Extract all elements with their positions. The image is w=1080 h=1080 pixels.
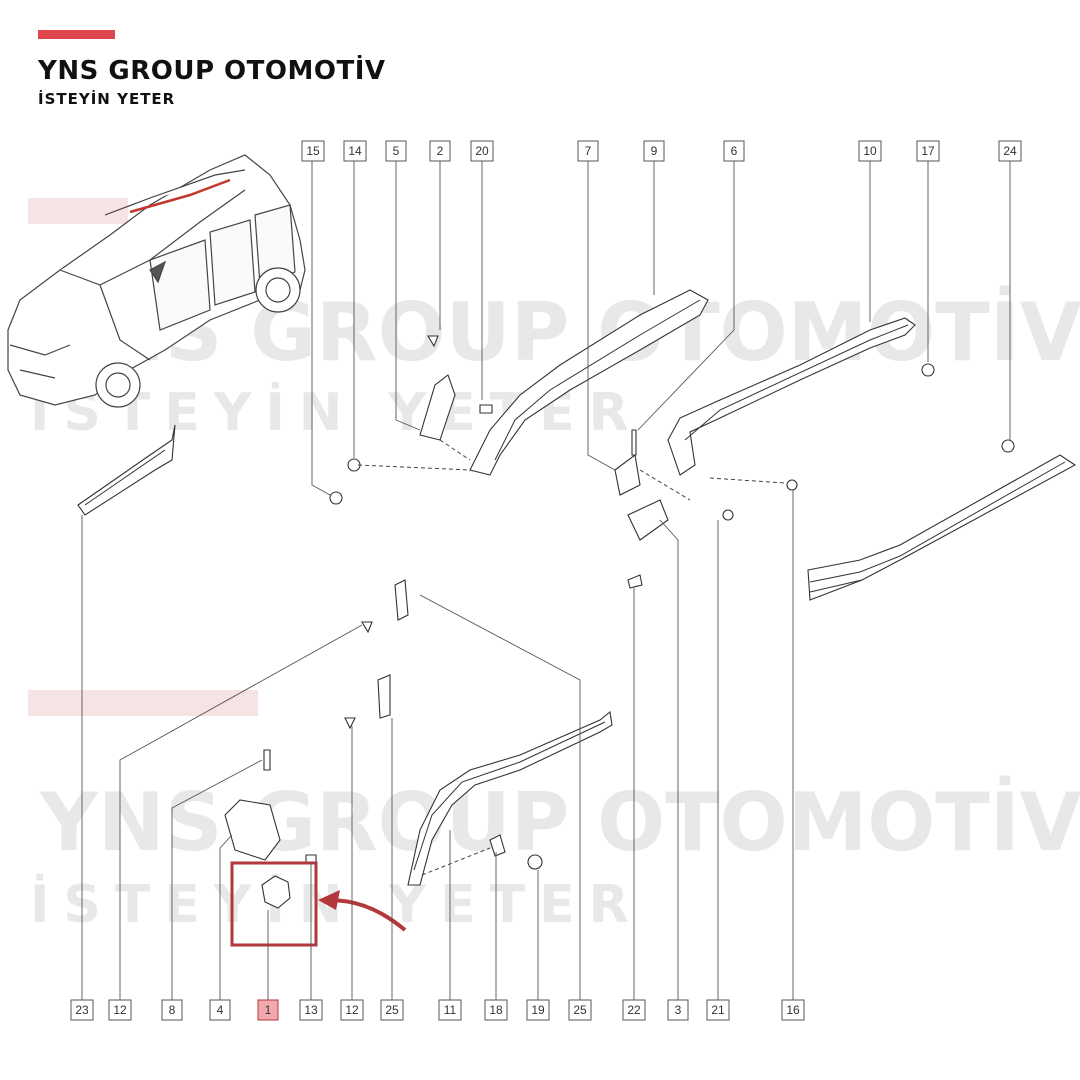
part-6-pin: [631, 429, 637, 456]
callout-2: 2: [429, 140, 451, 162]
svg-text:1: 1: [265, 1003, 272, 1017]
callout-25-left: 25: [380, 999, 404, 1021]
svg-text:21: 21: [711, 1003, 725, 1017]
part-1-stopper: [261, 875, 291, 909]
part-25-plate-lower: [377, 674, 391, 719]
part-12-screw-top: [361, 621, 373, 634]
svg-text:13: 13: [304, 1003, 318, 1017]
callout-23: 23: [70, 999, 94, 1021]
part-9-rail: [469, 289, 709, 476]
part-24-rail: [807, 454, 1077, 601]
svg-text:22: 22: [627, 1003, 641, 1017]
callout-15: 15: [301, 140, 325, 162]
van-illustration: [7, 154, 306, 408]
callout-12-left: 12: [108, 999, 132, 1021]
part-10-rail: [667, 317, 916, 476]
part-25-plate: [394, 579, 409, 621]
watermark-bar-bottom: [28, 690, 258, 716]
svg-text:12: 12: [113, 1003, 127, 1017]
highlight-frame: [230, 861, 318, 947]
part-13-screw: [305, 854, 317, 863]
part-21-screw: [722, 509, 734, 521]
callout-12-mid: 12: [340, 999, 364, 1021]
part-18-bolt: [489, 834, 506, 857]
part-11-rail: [407, 710, 613, 886]
callout-16: 16: [781, 999, 805, 1021]
svg-text:17: 17: [921, 144, 935, 158]
svg-text:11: 11: [444, 1003, 457, 1017]
svg-text:9: 9: [651, 144, 658, 158]
svg-text:4: 4: [217, 1003, 224, 1017]
svg-text:7: 7: [585, 144, 592, 158]
part-19-nut: [527, 854, 543, 870]
callout-3: 3: [667, 999, 689, 1021]
watermark-text-bottom: YNS GROUP OTOMOTİV: [39, 775, 1080, 869]
callout-6: 6: [723, 140, 745, 162]
svg-text:25: 25: [573, 1003, 587, 1017]
part-2-clip: [427, 335, 439, 348]
part-15-nut: [329, 491, 343, 505]
svg-text:14: 14: [348, 144, 362, 158]
callout-17: 17: [916, 140, 940, 162]
brand-slogan: İSTEYİN YETER: [38, 90, 176, 108]
callout-25-right: 25: [568, 999, 592, 1021]
part-24-nut: [1001, 439, 1015, 453]
callout-1-highlighted: 1: [257, 999, 279, 1021]
svg-text:2: 2: [437, 144, 444, 158]
svg-text:16: 16: [786, 1003, 800, 1017]
part-7-bracket: [614, 454, 641, 496]
callout-22: 22: [622, 999, 646, 1021]
callout-10: 10: [858, 140, 882, 162]
callout-24: 24: [998, 140, 1022, 162]
small-parts: [224, 335, 1015, 870]
watermark-bar-top: [28, 198, 128, 224]
callout-21: 21: [706, 999, 730, 1021]
svg-text:18: 18: [489, 1003, 503, 1017]
assembly-lines: [357, 439, 786, 876]
callout-19: 19: [526, 999, 550, 1021]
callouts-top: 15 14 5 2 20 7 9 6 10 17 24: [301, 140, 1022, 162]
svg-text:5: 5: [393, 144, 400, 158]
callout-4: 4: [209, 999, 231, 1021]
svg-text:3: 3: [675, 1003, 682, 1017]
svg-text:19: 19: [531, 1003, 545, 1017]
svg-text:10: 10: [863, 144, 877, 158]
part-20-screw: [479, 404, 493, 414]
svg-text:12: 12: [345, 1003, 359, 1017]
part-4-hinge: [224, 799, 281, 861]
highlight-arrow-head: [318, 890, 340, 910]
callout-18: 18: [484, 999, 508, 1021]
highlighted-part-1: [230, 861, 407, 947]
callout-9: 9: [643, 140, 665, 162]
callouts-bottom: 23 12 8 4 1 13 12 25 11 18 19 25 22 3 21…: [70, 999, 805, 1021]
callout-8: 8: [161, 999, 183, 1021]
svg-text:20: 20: [475, 144, 489, 158]
part-23-strip: [77, 424, 176, 516]
callout-5: 5: [385, 140, 407, 162]
svg-text:24: 24: [1003, 144, 1017, 158]
svg-text:8: 8: [169, 1003, 176, 1017]
part-12-screw-lower: [344, 717, 356, 730]
svg-text:23: 23: [75, 1003, 89, 1017]
part-22-clip: [627, 574, 643, 589]
callout-7: 7: [577, 140, 599, 162]
svg-text:25: 25: [385, 1003, 399, 1017]
brand-name: YNS GROUP OTOMOTİV: [38, 56, 386, 86]
part-8-pin: [263, 749, 271, 771]
brand-accent-bar: [38, 30, 115, 39]
svg-text:15: 15: [306, 144, 320, 158]
part-3-bracket: [627, 499, 669, 541]
leader-lines: [81, 160, 1011, 1000]
callout-13: 13: [299, 999, 323, 1021]
callout-11: 11: [438, 999, 462, 1021]
part-17-nut: [921, 363, 935, 377]
svg-text:6: 6: [731, 144, 738, 158]
callout-14: 14: [343, 140, 367, 162]
part-16-clip: [786, 479, 798, 491]
callout-20: 20: [470, 140, 494, 162]
